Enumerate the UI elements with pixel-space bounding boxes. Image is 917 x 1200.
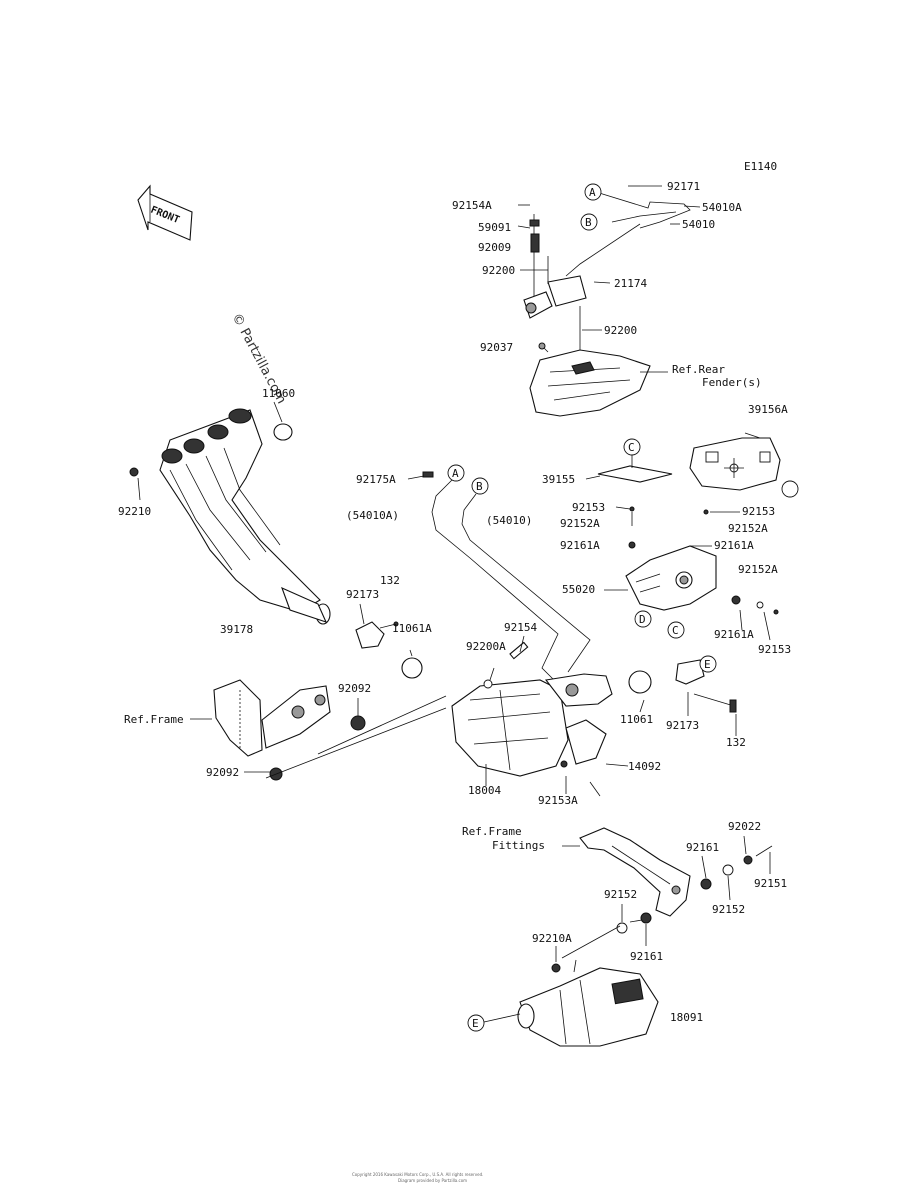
- callout-d-mid: D: [639, 613, 646, 626]
- muffler-18004: [451, 673, 613, 797]
- label-92152-a: 92152: [604, 888, 637, 901]
- callout-b-circle-mid: [471, 477, 489, 495]
- label-59091: 59091: [478, 221, 511, 234]
- callout-d-circle: [781, 480, 799, 498]
- label-92153-b: 92153: [742, 505, 775, 518]
- label-14092: 14092: [628, 760, 661, 773]
- grommet-92092-a: [350, 715, 366, 731]
- cables: A B: [422, 464, 591, 681]
- callout-c-circle-mid: [667, 621, 685, 639]
- label-132-b: 132: [726, 736, 746, 749]
- callout-d-circle-mid: [634, 610, 652, 628]
- callout-a: A: [589, 186, 596, 199]
- label-92152A-b: 92152A: [728, 522, 768, 535]
- ref-frame-left: [213, 679, 331, 757]
- actuator-assembly: A B: [523, 183, 691, 352]
- label-54010-paren: (54010): [486, 514, 532, 527]
- gasket-11060: [273, 423, 293, 441]
- label-92175A: 92175A: [356, 473, 396, 486]
- callout-a-mid: A: [452, 467, 459, 480]
- diagram-code: E1140: [744, 160, 777, 173]
- callout-e-circle-mid: [699, 655, 717, 673]
- callout-b: B: [585, 216, 592, 229]
- label-92022: 92022: [728, 820, 761, 833]
- label-ref-rear-2: Fender(s): [702, 376, 762, 389]
- label-39178: 39178: [220, 623, 253, 636]
- callout-c-top: C: [628, 441, 635, 454]
- callout-e-mid: E: [704, 658, 711, 671]
- label-92161-b: 92161: [630, 950, 663, 963]
- label-92200A: 92200A: [466, 640, 506, 653]
- label-39155: 39155: [542, 473, 575, 486]
- front-arrow-icon: FRONT: [137, 184, 193, 241]
- label-92152A-c: 92152A: [738, 563, 778, 576]
- label-92161A-b: 92161A: [714, 539, 754, 552]
- gasket-11061: [628, 670, 652, 694]
- exhaust-header-39178: [159, 408, 331, 625]
- bracket-55020: D C: [625, 545, 717, 639]
- clamp-92173-left: [355, 621, 399, 649]
- label-18091: 18091: [670, 1011, 703, 1024]
- label-54010A-top: 54010A: [702, 201, 742, 214]
- label-11061A: 11061A: [392, 622, 432, 635]
- label-92151: 92151: [754, 877, 787, 890]
- label-92154A: 92154A: [452, 199, 492, 212]
- label-92153-a: 92153: [572, 501, 605, 514]
- label-92161-a: 92161: [686, 841, 719, 854]
- collar-92200A: [483, 679, 493, 689]
- label-92173-a: 92173: [346, 588, 379, 601]
- label-92152-b: 92152: [712, 903, 745, 916]
- label-92200-mid: 92200: [604, 324, 637, 337]
- label-92092-a: 92092: [338, 682, 371, 695]
- label-ref-rear-1: Ref.Rear: [672, 363, 725, 376]
- label-54010A-paren: (54010A): [346, 509, 399, 522]
- label-92161A-a: 92161A: [560, 539, 600, 552]
- callout-a-circle: [584, 183, 602, 201]
- footer-line-2: Diagram provided by Partzilla.com: [398, 1178, 467, 1183]
- label-92161A-c: 92161A: [714, 628, 754, 641]
- label-11060: 11060: [262, 387, 295, 400]
- label-92037: 92037: [480, 341, 513, 354]
- rear-fender: [529, 342, 651, 417]
- bolt-92154: [509, 641, 529, 660]
- callout-e-circle-bottom: [467, 1014, 485, 1032]
- frame-fittings: [579, 827, 691, 917]
- label-92173-b: 92173: [666, 719, 699, 732]
- callout-a-circle-mid: [447, 464, 465, 482]
- label-21174: 21174: [614, 277, 647, 290]
- label-92171: 92171: [667, 180, 700, 193]
- label-11061: 11061: [620, 713, 653, 726]
- callout-b-mid: B: [476, 480, 483, 493]
- heat-shield-39156A: [689, 437, 799, 498]
- label-92153-c: 92153: [758, 643, 791, 656]
- label-92154: 92154: [504, 621, 537, 634]
- callout-b-circle: [580, 213, 598, 231]
- leader-lines: [137, 185, 771, 962]
- label-18004: 18004: [468, 784, 501, 797]
- label-132-a: 132: [380, 574, 400, 587]
- label-92009: 92009: [478, 241, 511, 254]
- nut-92153A: [560, 760, 568, 768]
- clamp-92173-right: E: [675, 655, 717, 685]
- callout-c-mid: C: [672, 624, 679, 637]
- label-92210A: 92210A: [532, 932, 572, 945]
- label-39156A: 39156A: [748, 403, 788, 416]
- label-92092-b: 92092: [206, 766, 239, 779]
- label-92200-top: 92200: [482, 264, 515, 277]
- label-92153A: 92153A: [538, 794, 578, 807]
- footer-line-1: Copyright 2016 Kawasaki Motors Corp., U.…: [352, 1172, 483, 1177]
- label-55020: 55020: [562, 583, 595, 596]
- pad-39155: [597, 465, 673, 483]
- label-ref-frame: Ref.Frame: [124, 713, 184, 726]
- label-ref-frame-fittings-2: Fittings: [492, 839, 545, 852]
- nut-92210: [129, 467, 139, 477]
- label-92152A-a: 92152A: [560, 517, 600, 530]
- label-92210: 92210: [118, 505, 151, 518]
- muffler-18091: E: [467, 959, 659, 1047]
- callout-e-bottom: E: [472, 1017, 479, 1030]
- label-ref-frame-fittings-1: Ref.Frame: [462, 825, 522, 838]
- gasket-11061A: [401, 657, 423, 679]
- label-54010-top: 54010: [682, 218, 715, 231]
